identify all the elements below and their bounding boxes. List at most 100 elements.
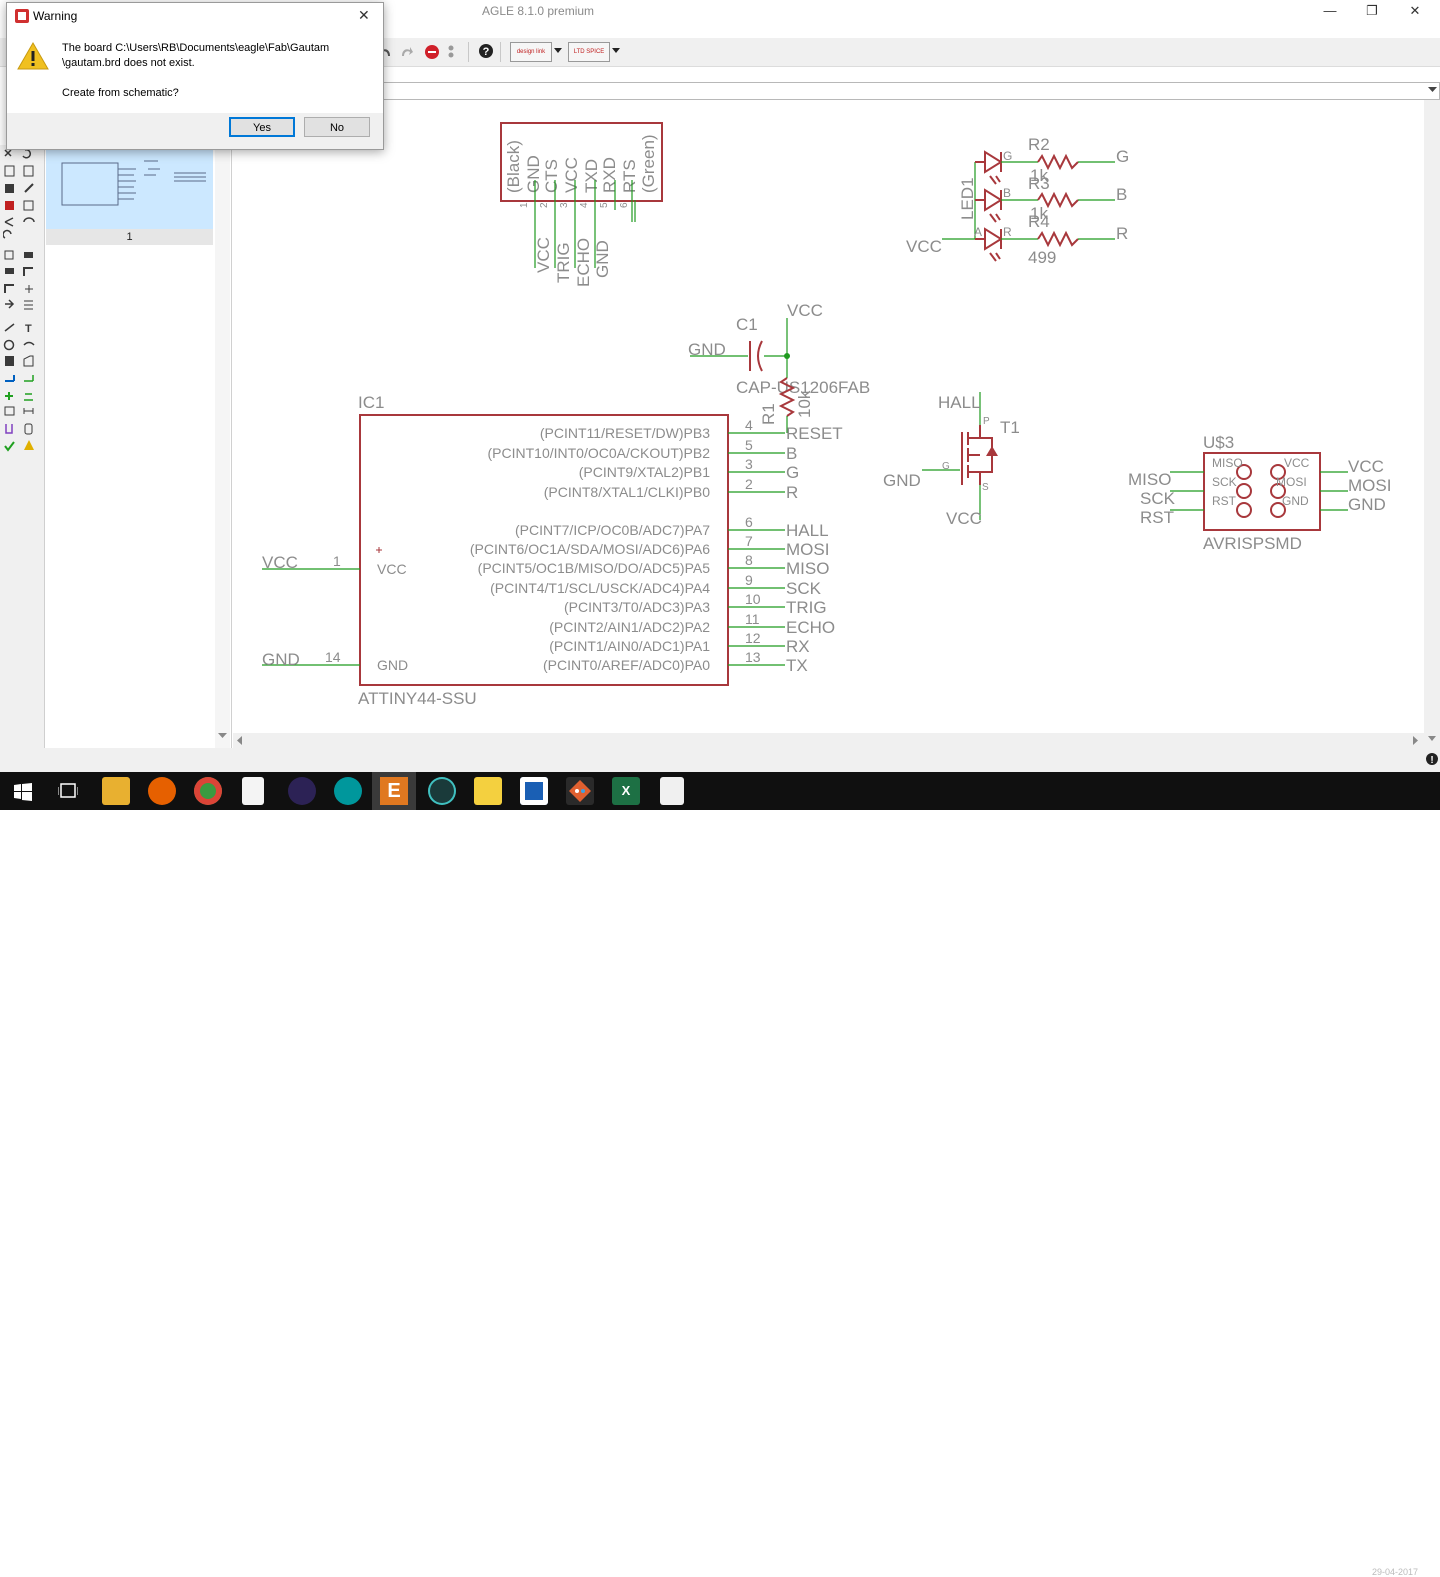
net-label-gnd: GND <box>883 471 921 490</box>
capacitor-c1[interactable]: C1 GND VCC CAP-US1206FAB <box>688 301 870 397</box>
net-label-echo: ECHO <box>574 238 593 287</box>
chevron-down-icon[interactable] <box>612 48 620 54</box>
help-icon[interactable]: ? <box>478 43 494 59</box>
svg-text:T: T <box>25 323 32 335</box>
stop-icon[interactable] <box>424 44 440 60</box>
no-button[interactable]: No <box>304 117 370 137</box>
excel-icon[interactable]: X <box>612 777 640 805</box>
maximize-button[interactable]: ❐ <box>1366 3 1378 18</box>
chevron-down-icon[interactable] <box>1428 87 1437 93</box>
chevron-right-icon[interactable] <box>1413 736 1419 745</box>
info-icon[interactable]: ! <box>1426 752 1438 766</box>
ic-pin-label: (PCINT9/XTAL2)PB1 <box>579 464 710 480</box>
chrome-icon[interactable] <box>194 777 222 805</box>
horizontal-scrollbar[interactable] <box>233 733 1424 748</box>
ic-pin-net: SCK <box>786 579 822 598</box>
dialog-titlebar: Warning ✕ <box>7 3 383 29</box>
schematic-canvas[interactable]: .w{stroke:#1f9a1f;stroke-width:1.2;fill:… <box>233 100 1423 733</box>
eclipse-icon[interactable] <box>288 777 316 805</box>
ftdi-pin-label: (Green) <box>639 134 658 193</box>
net-label-vcc: VCC <box>946 509 982 528</box>
resistor-name-r1: R1 <box>759 403 778 425</box>
ic-pin-number: 11 <box>745 611 760 627</box>
sheet-thumbnail[interactable] <box>46 145 213 243</box>
ic-pin-number: 12 <box>745 630 761 646</box>
ic-pin-number: 7 <box>745 533 753 549</box>
file-explorer-icon[interactable] <box>102 777 130 805</box>
dialog-close-button[interactable]: ✕ <box>358 7 370 23</box>
ic-pin-label: (PCINT1/AIN0/ADC1)PA1 <box>549 638 710 654</box>
resistor-r1[interactable]: R1 10k <box>759 377 814 433</box>
sticky-notes-icon[interactable] <box>474 777 502 805</box>
hall-sensor-t1[interactable]: HALL T1 GND VCC P G S <box>883 392 1020 528</box>
ic-pin-number: 10 <box>745 591 761 607</box>
ic-pin-net: HALL <box>786 521 829 540</box>
ic-pin-label: (PCINT0/AREF/ADC0)PA0 <box>543 657 710 673</box>
firefox-icon[interactable] <box>148 777 176 805</box>
net-label-vcc: VCC <box>262 553 298 572</box>
net-label-gnd: GND <box>688 340 726 359</box>
ic-vcc-pin: VCC <box>377 561 407 577</box>
windows-start-icon[interactable] <box>14 783 32 801</box>
task-view-icon[interactable] <box>58 783 78 799</box>
ic-pin-label: (PCINT2/AIN1/ADC2)PA2 <box>549 619 710 635</box>
tool-icons[interactable]: T <box>3 148 43 458</box>
ic-pin-label: (PCINT7/ICP/OC0B/ADC7)PA7 <box>515 522 710 538</box>
yes-button[interactable]: Yes <box>229 117 295 137</box>
attiny44-ic[interactable]: IC1 ATTINY44-SSU VCC GND 1 14 VCC GND (P… <box>262 393 843 708</box>
ftdi-pin-number: 2 <box>539 202 550 208</box>
resistor-value-r1: 10k <box>795 390 814 418</box>
command-line-input[interactable] <box>380 82 1440 100</box>
resistor-name-r2: R2 <box>1028 135 1050 154</box>
ic-pin-number: 2 <box>745 476 753 492</box>
ic-pin-label: (PCINT8/XTAL1/CLKI)PB0 <box>544 484 710 500</box>
app-window-icon[interactable] <box>520 777 548 805</box>
ic-pin-number: 3 <box>745 456 753 472</box>
sheets-panel: 1 <box>45 145 232 748</box>
ic-pin-net: B <box>786 444 797 463</box>
net-label-mosi: MOSI <box>1348 476 1391 495</box>
sheet-number[interactable]: 1 <box>46 229 213 245</box>
sheets-scrollbar[interactable] <box>215 145 230 748</box>
schematic-drawing: .w{stroke:#1f9a1f;stroke-width:1.2;fill:… <box>262 122 1391 708</box>
ic-pin-label: (PCINT5/OC1B/MISO/DO/ADC5)PA5 <box>478 560 711 576</box>
chevron-down-icon[interactable] <box>554 48 562 54</box>
minimize-button[interactable]: — <box>1323 3 1337 18</box>
go-icon[interactable] <box>446 44 456 60</box>
redo-icon[interactable] <box>400 44 414 60</box>
vertical-scrollbar[interactable] <box>1424 100 1440 748</box>
ic-pin-number: 5 <box>745 437 753 453</box>
net-label-b: B <box>1116 185 1127 204</box>
chevron-left-icon[interactable] <box>237 736 243 745</box>
rgb-led[interactable]: VCC LED1 G B R A R2 R3 R4 1k 1k 499 G B … <box>906 135 1129 267</box>
app-icon[interactable] <box>428 777 456 805</box>
ftdi-pin-label: CTS <box>542 159 561 193</box>
close-window-button[interactable]: ✕ <box>1409 3 1421 18</box>
net-label-vcc: VCC <box>787 301 823 320</box>
arduino-icon[interactable] <box>334 777 362 805</box>
date[interactable]: 29-04-2017 <box>1372 1567 1419 1577</box>
design-link-button[interactable]: design link <box>510 42 552 62</box>
clock[interactable]: 11:32 <box>1388 1548 1413 1559</box>
avr-isp-header[interactable]: U$3 AVRISPSMD MISO SCK RST VCC MOSI GND … <box>1128 433 1391 553</box>
ic-pin-net: TRIG <box>786 598 827 617</box>
spice-button[interactable]: LTD SPICE <box>568 42 610 62</box>
chevron-down-icon[interactable] <box>218 733 227 739</box>
ftdi-pin-label: VCC <box>562 157 581 193</box>
eagle-taskbar-active[interactable]: E <box>372 772 416 810</box>
led-pin-g: G <box>1003 149 1012 163</box>
calculator-icon[interactable] <box>660 777 684 805</box>
net-label-sck: SCK <box>1140 489 1176 508</box>
ic-pin-net: RX <box>786 637 810 656</box>
isp-inner-label: RST <box>1212 494 1237 508</box>
net-label-r: R <box>1116 224 1128 243</box>
document-icon[interactable] <box>242 777 264 805</box>
git-icon[interactable] <box>566 777 594 805</box>
ic-pin-number: 13 <box>745 649 761 665</box>
chevron-down-icon[interactable] <box>1428 736 1436 742</box>
ftdi-pin-label: RTS <box>620 159 639 193</box>
ic-pin-net: MOSI <box>786 540 829 559</box>
eagle-icon: E <box>380 777 408 805</box>
capacitor-name: C1 <box>736 315 758 334</box>
